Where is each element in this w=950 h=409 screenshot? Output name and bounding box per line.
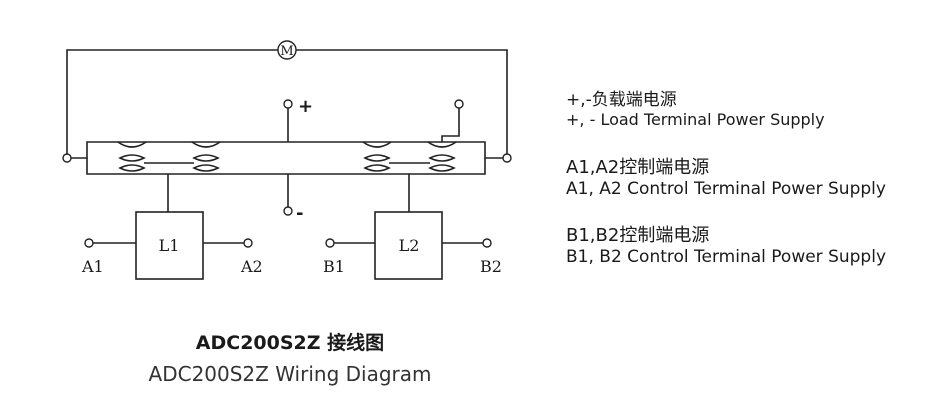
plus-label: + — [298, 96, 313, 117]
terminal-a1 — [84, 238, 94, 248]
legend-b-control-supply: B1,B2控制端电源 B1, B2 Control Terminal Power… — [566, 225, 886, 267]
motor-loop-wire — [66, 49, 508, 156]
contact-frame — [71, 141, 503, 175]
coil-l2-label: L2 — [399, 236, 420, 255]
terminal-b1 — [325, 238, 335, 248]
minus-label: - — [296, 203, 303, 224]
legend-b-control-supply-en: B1, B2 Control Terminal Power Supply — [566, 246, 887, 267]
label-b1: B1 — [323, 257, 345, 276]
load-plus-terminal: + — [283, 96, 313, 142]
legend-b-control-supply-zh: B1,B2控制端电源 — [566, 225, 710, 246]
terminal-left-outer — [62, 153, 72, 163]
legend-load-supply: +,-负载端电源 +, - Load Terminal Power Supply — [566, 90, 825, 130]
coil-l1: L1 A1 A2 — [81, 174, 263, 280]
motor-symbol: M — [277, 40, 297, 60]
legend-a-control-supply-en: A1, A2 Control Terminal Power Supply — [566, 178, 886, 199]
legend-a-control-supply: A1,A2控制端电源 A1, A2 Control Terminal Power… — [566, 157, 886, 199]
label-a1: A1 — [81, 257, 104, 276]
coil-l1-label: L1 — [159, 236, 180, 255]
legend-load-supply-zh: +,-负载端电源 — [566, 90, 677, 110]
caption-zh: ADC200S2Z 接线图 — [195, 332, 385, 354]
upper-contacts — [117, 141, 457, 148]
coil-l2: L2 B1 B2 — [323, 174, 502, 280]
label-b2: B2 — [480, 257, 502, 276]
movable-contacts — [118, 154, 456, 172]
label-a2: A2 — [240, 257, 263, 276]
motor-label: M — [280, 44, 293, 59]
terminal-a2 — [243, 238, 253, 248]
caption-en: ADC200S2Z Wiring Diagram — [148, 362, 432, 386]
terminal-b2 — [482, 238, 492, 248]
aux-terminal — [441, 99, 464, 142]
terminal-right-outer — [502, 153, 512, 163]
load-minus-terminal: - — [283, 174, 303, 224]
legend-load-supply-en: +, - Load Terminal Power Supply — [566, 110, 825, 130]
legend-a-control-supply-zh: A1,A2控制端电源 — [566, 157, 710, 178]
